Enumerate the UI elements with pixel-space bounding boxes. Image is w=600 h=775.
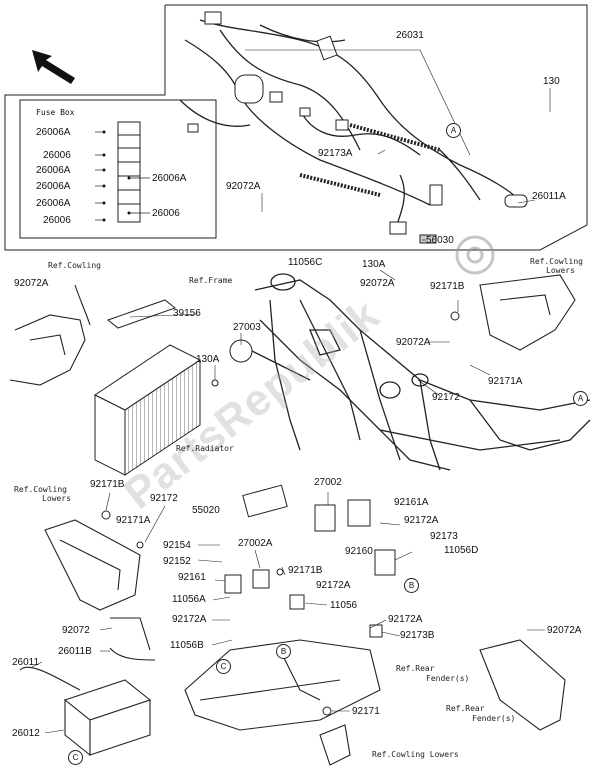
callout-a-harness: A — [446, 123, 461, 138]
ref-cowling-lowers-left-line2: Lowers — [42, 494, 71, 503]
ref-radiator: Ref.Radiator — [176, 444, 234, 453]
part-92072A-left: 92072A — [14, 278, 49, 289]
part-55020: 55020 — [192, 505, 220, 516]
part-56030: 56030 — [426, 235, 454, 246]
part-92161: 92161 — [178, 572, 206, 583]
fuse-label: 26006A — [36, 165, 71, 176]
part-26011B: 26011B — [58, 646, 92, 657]
part-92172A-c: 92172A — [172, 614, 207, 625]
part-11056C: 11056C — [288, 257, 323, 268]
fuse-label: 26006A — [152, 173, 187, 184]
part-130A-frame: 130A — [362, 259, 386, 270]
callout-c-tray: C — [216, 659, 231, 674]
part-92072A-harness: 92072A — [226, 181, 261, 192]
part-26011A: 26011A — [532, 191, 566, 202]
ref-cowling-lowers-bottom: Ref.Cowling Lowers — [372, 750, 459, 759]
part-92171B-right: 92171B — [430, 281, 465, 292]
part-27003: 27003 — [233, 322, 261, 333]
ref-cowling-lowers-right-line1: Ref.Cowling — [530, 257, 583, 266]
ref-rear-fender-2-line1: Ref.Rear — [446, 704, 485, 713]
part-92172A-d: 92172A — [388, 614, 423, 625]
ref-cowling-lowers-right-line2: Lowers — [546, 266, 575, 275]
part-26012: 26012 — [12, 728, 40, 739]
part-92072A-mid: 92072A — [396, 337, 431, 348]
radiator — [94, 299, 201, 476]
ref-cowling-left: Ref.Cowling — [48, 261, 101, 270]
part-26011: 26011 — [12, 657, 40, 668]
watermark-gear — [455, 235, 495, 275]
fuse-label: 26006A — [36, 181, 71, 192]
front-direction-arrow — [32, 50, 75, 84]
part-39156: 39156 — [173, 308, 201, 319]
callout-b-tray: B — [276, 644, 291, 659]
part-92171-bottom: 92171 — [352, 706, 380, 717]
part-92172-right: 92172 — [432, 392, 460, 403]
part-11056B: 11056B — [170, 640, 204, 651]
part-27002: 27002 — [314, 477, 342, 488]
leader-lines — [29, 49, 551, 734]
part-92172A-a: 92172A — [404, 515, 439, 526]
part-92171B-left: 92171B — [90, 479, 125, 490]
ref-rear-fender-2-line2: Fender(s) — [472, 714, 516, 723]
part-92072: 92072 — [62, 625, 90, 636]
part-92072A-bottom: 92072A — [547, 625, 582, 636]
part-27002A: 27002A — [238, 538, 273, 549]
ref-cowling-lowers-left-line1: Ref.Cowling — [14, 485, 67, 494]
part-11056: 11056 — [330, 600, 358, 611]
fuse-label: 26006A — [36, 198, 71, 209]
part-92173: 92173 — [430, 531, 458, 542]
ref-rear-fender-line1: Ref.Rear — [396, 664, 435, 673]
part-11056D: 11056D — [444, 545, 479, 556]
fuse-label: 26006A — [36, 127, 71, 138]
fuse-box-inset — [19, 99, 217, 239]
part-130A-radiator: 130A — [196, 354, 220, 365]
part-11056A: 11056A — [172, 594, 206, 605]
relays-and-small-parts — [101, 311, 460, 716]
callout-a-frame: A — [573, 391, 588, 406]
callout-b-relay: B — [404, 578, 419, 593]
main-wiring-harness — [179, 19, 526, 231]
part-92072A-frame: 92072A — [360, 278, 395, 289]
battery — [19, 617, 156, 757]
right-cowling-lowers — [479, 274, 576, 351]
part-92172-left: 92172 — [150, 493, 178, 504]
part-92171B-mid: 92171B — [288, 565, 323, 576]
part-130: 130 — [543, 76, 560, 87]
part-92171A-left: 92171A — [116, 515, 151, 526]
harness-frame-outline — [4, 4, 588, 251]
harness-connectors — [187, 11, 528, 244]
fuse-box-title: Fuse Box — [36, 108, 75, 117]
ref-rear-fender-line2: Fender(s) — [426, 674, 470, 683]
rear-fender-tray — [184, 639, 566, 766]
fuse-label: 26006 — [43, 215, 71, 226]
part-26031: 26031 — [396, 30, 424, 41]
left-cowling-lowers — [44, 519, 141, 611]
callout-c-battery: C — [68, 750, 83, 765]
part-92173A: 92173A — [318, 148, 353, 159]
fuse-label: 26006 — [152, 208, 180, 219]
part-92161A: 92161A — [394, 497, 429, 508]
front-stay-bracket — [9, 284, 91, 386]
part-92154: 92154 — [163, 540, 191, 551]
part-92160: 92160 — [345, 546, 373, 557]
part-92152: 92152 — [163, 556, 191, 567]
part-92171A-right: 92171A — [488, 376, 523, 387]
fuse-label: 26006 — [43, 150, 71, 161]
part-92172A-b: 92172A — [316, 580, 351, 591]
ref-frame: Ref.Frame — [189, 276, 233, 285]
part-92173B: 92173B — [400, 630, 435, 641]
main-frame — [249, 273, 591, 471]
